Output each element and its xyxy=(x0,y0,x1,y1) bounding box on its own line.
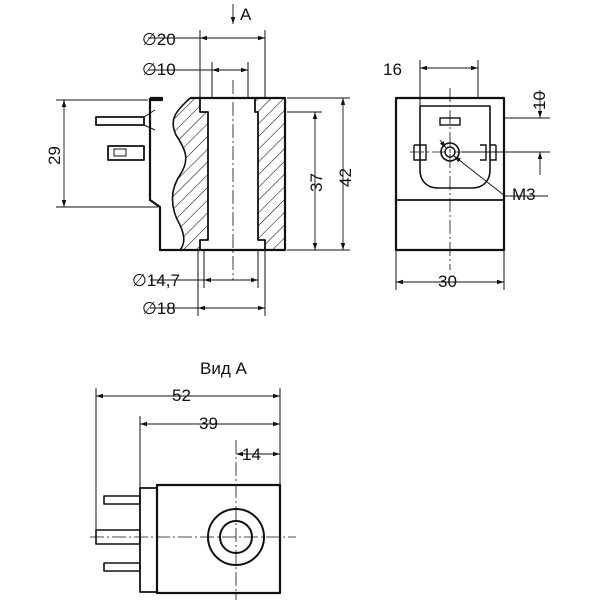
view-a-terminals xyxy=(95,487,158,593)
coil-hatched-section-right xyxy=(255,98,285,250)
dim-thread-m3: M3 xyxy=(512,185,536,204)
side-connector-frame xyxy=(419,105,491,189)
dim-width-30: 30 xyxy=(438,272,457,291)
view-arrow-label: A xyxy=(240,5,252,24)
dim-diam-18: ∅18 xyxy=(142,299,176,318)
side-view: 16 10 M3 30 xyxy=(383,60,550,291)
dim-length-39: 39 xyxy=(199,414,218,433)
dim-height-10: 10 xyxy=(530,91,549,110)
dim-width-16: 16 xyxy=(383,60,402,79)
section-view: A ∅20 ∅10 29 37 42 ∅14,7 xyxy=(45,4,355,318)
view-a: Вид А 52 39 14 xyxy=(90,359,296,600)
dim-length-52: 52 xyxy=(172,386,191,405)
dim-height-42: 42 xyxy=(336,168,355,187)
coil-break-line xyxy=(171,97,191,251)
dim-height-37: 37 xyxy=(307,173,326,192)
coil-body-outline xyxy=(180,96,287,252)
dim-height-29: 29 xyxy=(45,146,64,165)
view-a-body xyxy=(155,483,282,595)
dim-diam-14-7: ∅14,7 xyxy=(132,271,180,290)
view-a-title: Вид А xyxy=(200,359,247,378)
terminal-pins xyxy=(95,109,156,161)
connector-housing xyxy=(148,96,180,252)
coil-bore xyxy=(199,98,266,250)
dim-diam-10: ∅10 xyxy=(142,60,176,79)
dim-diam-20: ∅20 xyxy=(142,30,176,49)
dim-length-14: 14 xyxy=(242,445,261,464)
coil-hatched-section xyxy=(172,98,208,250)
